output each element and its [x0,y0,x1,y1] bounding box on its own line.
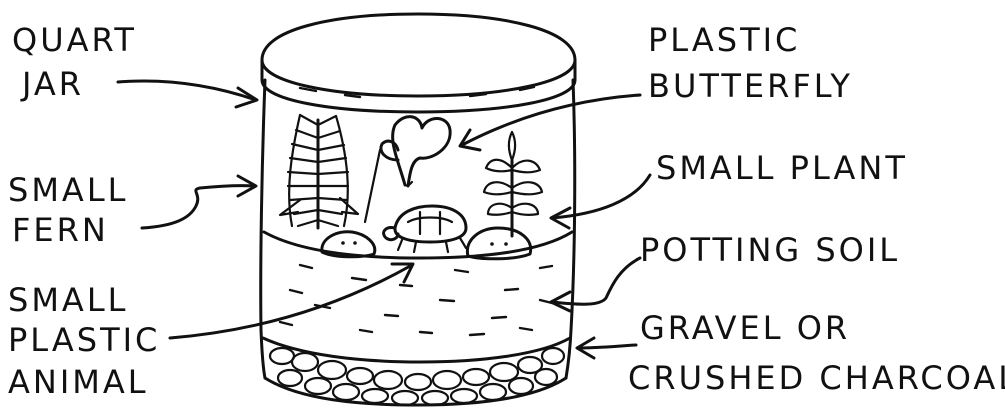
label-gravel-line1: GRAVEL OR [640,310,850,346]
arrow-small-animal [170,264,413,338]
label-small-plant: SMALL PLANT [656,150,908,186]
label-butterfly-line2: BUTTERFLY [648,68,853,104]
label-potting-soil: POTTING SOIL [640,232,900,268]
label-quart-line1: QUART [12,22,137,58]
animal-icon [384,206,466,252]
label-fern-line1: SMALL [8,172,128,208]
fern-icon [280,115,358,228]
jar-lid [262,14,575,112]
arrow-small-plant [551,175,650,228]
label-gravel-line2: CRUSHED CHARCOAL [628,360,1005,396]
soil-speckles [280,265,552,335]
label-animal-line3: ANIMAL [8,364,149,400]
label-quart-line2: JAR [22,66,84,102]
small-plant-icon [484,132,542,236]
arrow-plastic-butterfly [460,95,640,150]
arrow-potting-soil [551,258,640,311]
arrow-quart-jar [118,81,257,107]
label-fern-line2: FERN [12,212,109,248]
label-butterfly-line1: PLASTIC [648,22,800,58]
arrow-small-fern [142,176,256,228]
label-animal-line2: PLASTIC [8,322,160,358]
arrow-gravel [577,338,636,358]
label-animal-line1: SMALL [8,282,128,318]
